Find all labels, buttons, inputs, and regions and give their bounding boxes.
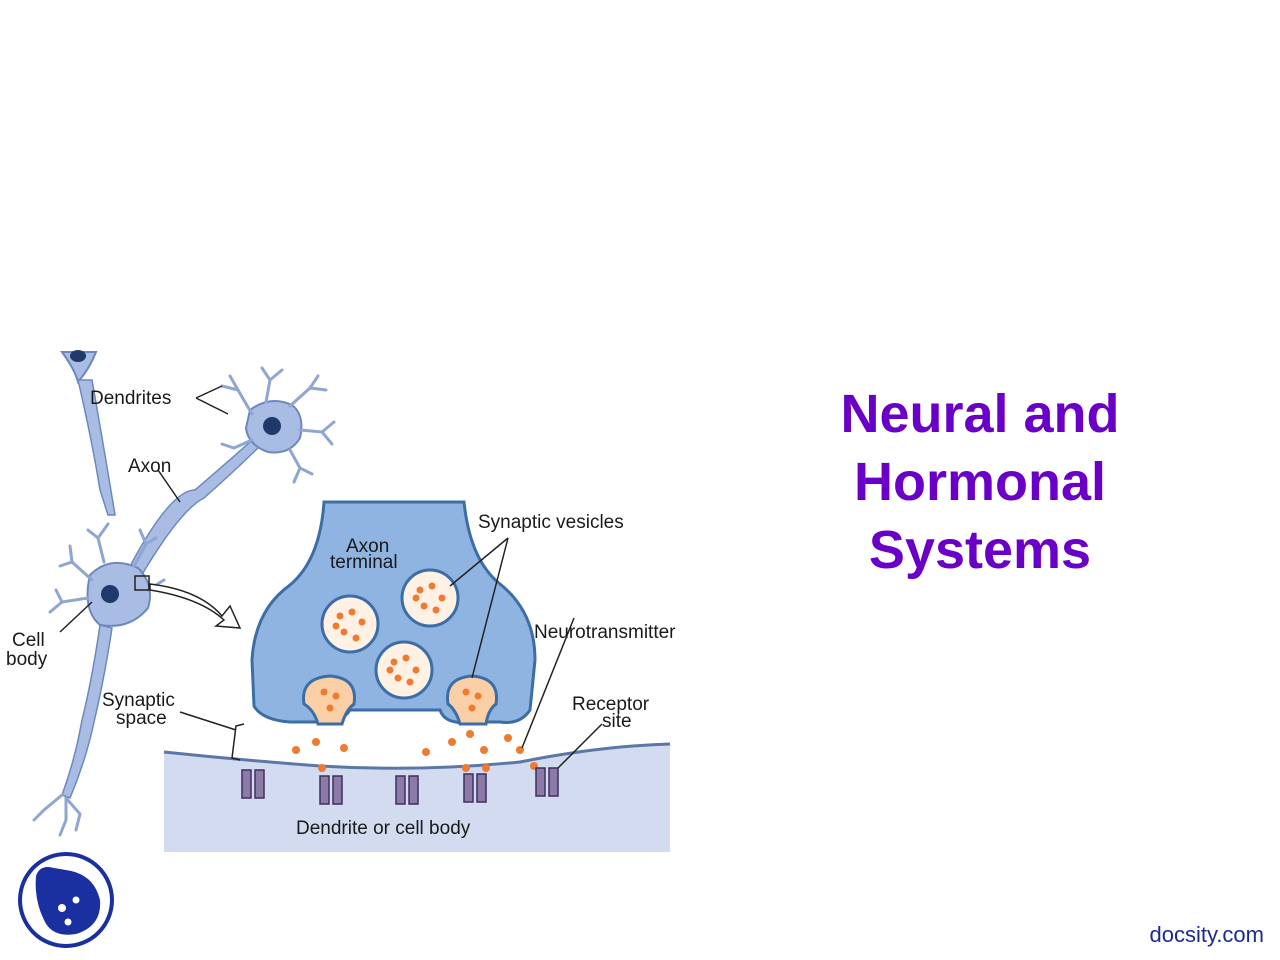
fusing-vesicle	[302, 674, 356, 726]
neuron-leaders	[59, 385, 229, 633]
label-dendrites: Dendrites	[90, 388, 171, 409]
slide-title: Neural and Hormonal Systems	[790, 380, 1170, 584]
label-synaptic-space-1: Synaptic	[102, 690, 175, 711]
axon-terminal	[250, 500, 537, 724]
label-cell-body-1: Cell	[12, 630, 45, 651]
receptor-sites	[241, 767, 559, 805]
dendrite-branches	[32, 366, 336, 837]
label-axon-terminal-1: Axon	[346, 536, 389, 557]
synapse-leaders	[179, 537, 603, 769]
logo-icon	[18, 852, 114, 948]
synapse-diagram: Dendrites Axon Cell body	[6, 350, 676, 852]
label-receptor-site-2: site	[602, 711, 632, 732]
nucleus	[101, 585, 119, 603]
zoom-arrow	[149, 583, 242, 629]
title-line-3: Systems	[868, 520, 1092, 580]
label-receptor-site-1: Receptor	[572, 694, 650, 715]
brand-watermark: docsity.com	[1149, 922, 1264, 947]
synaptic-vesicles	[320, 568, 460, 700]
label-cell-body-2: body	[6, 649, 48, 670]
fusing-vesicle	[446, 674, 498, 726]
postsynaptic-membrane	[163, 742, 671, 770]
zoom-box	[134, 575, 150, 591]
label-synaptic-space-2: space	[116, 708, 167, 729]
label-dendrite-or-cell-body: Dendrite or cell body	[296, 818, 471, 839]
nucleus	[70, 350, 86, 362]
title-line-1: Neural and	[840, 384, 1120, 444]
neurotransmitter-molecules	[292, 582, 538, 772]
label-axon: Axon	[128, 456, 171, 477]
label-neurotransmitter: Neurotransmitter	[534, 622, 676, 643]
title-line-2: Hormonal	[853, 452, 1107, 512]
neuron	[60, 351, 303, 799]
label-axon-terminal-2: terminal	[330, 552, 398, 573]
nucleus	[263, 417, 281, 435]
label-synaptic-vesicles: Synaptic vesicles	[478, 512, 624, 533]
